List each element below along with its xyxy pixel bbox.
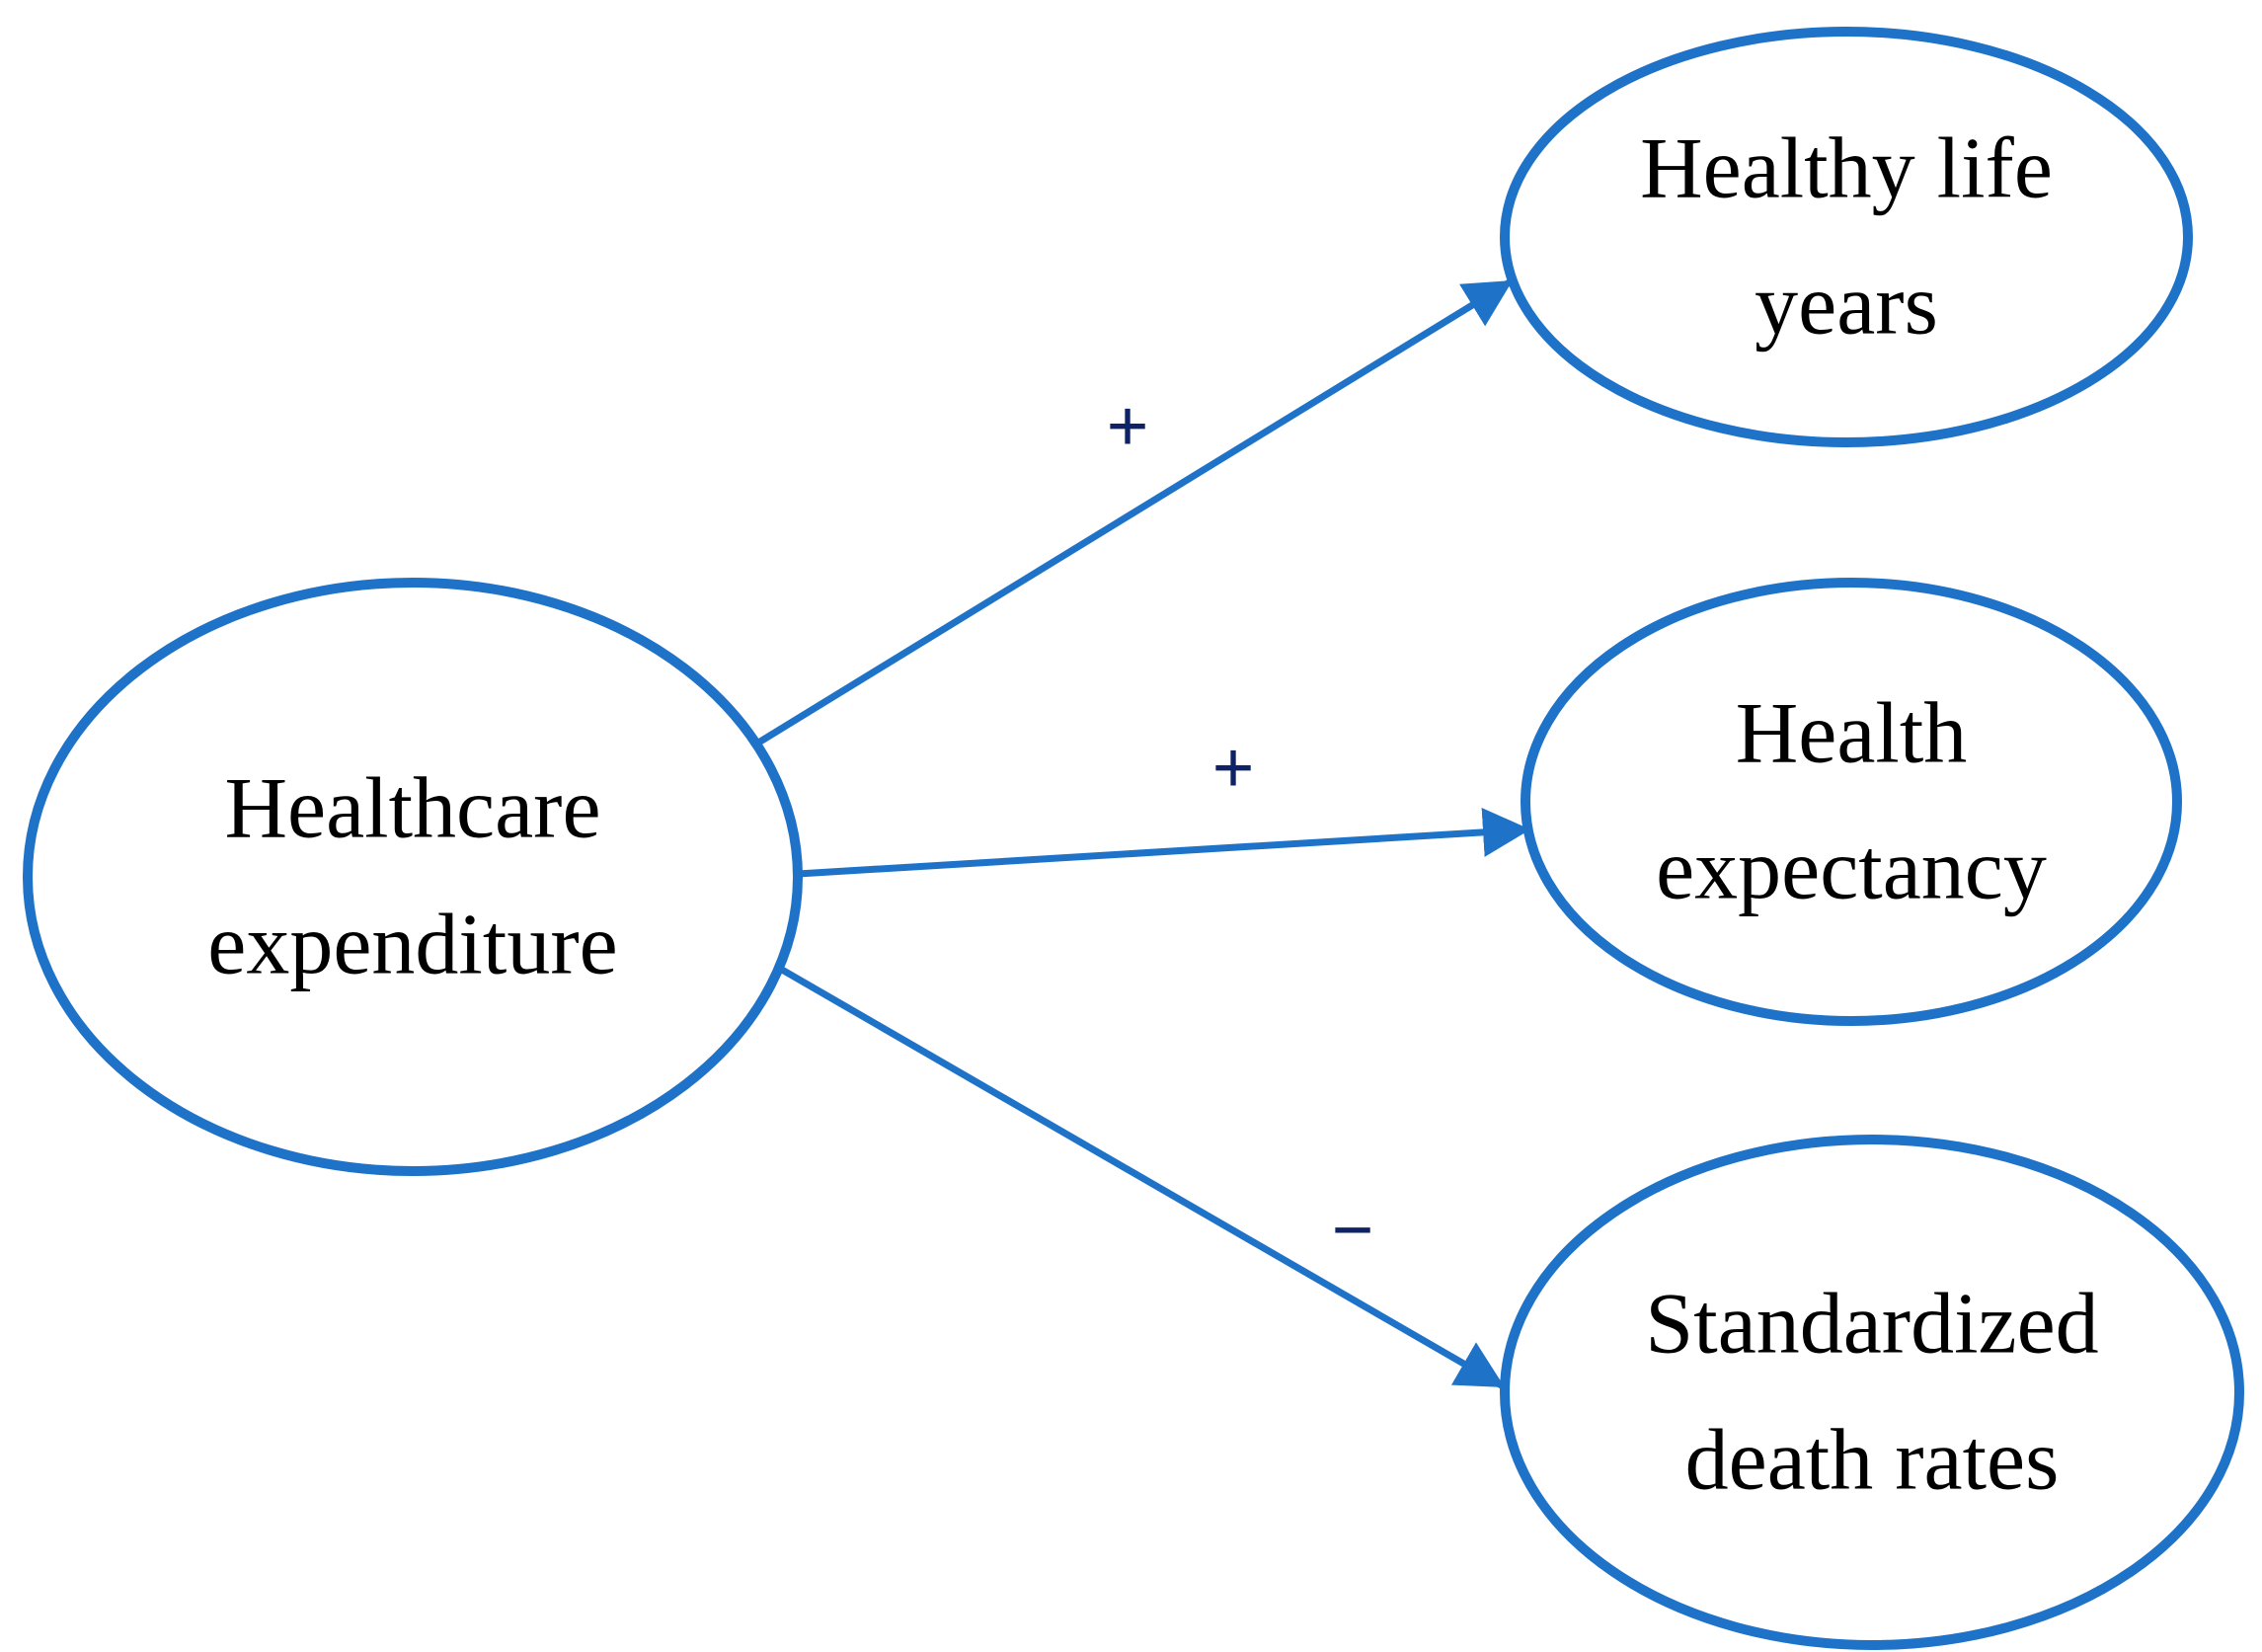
edge-healthcare-to-health-expectancy: + bbox=[797, 727, 1531, 878]
node-label-standardized-death-rates-line1: Standardized bbox=[1645, 1277, 2098, 1373]
node-ellipse-standardized-death-rates bbox=[1500, 1135, 2244, 1650]
edge-sign-negative-standardized-death-rates: − bbox=[1331, 1189, 1373, 1272]
node-standardized-death-rates: Standardized death rates bbox=[1500, 1135, 2244, 1650]
node-healthy-life-years: Healthy life years bbox=[1500, 27, 2193, 447]
arrow-line-standardized-death-rates bbox=[780, 966, 1507, 1391]
node-ellipse-healthcare-expenditure bbox=[23, 578, 803, 1176]
node-label-standardized-death-rates-line2: death rates bbox=[1685, 1413, 2060, 1509]
node-health-expectancy: Health expectancy bbox=[1521, 578, 2182, 1026]
node-ellipse-health-expectancy bbox=[1521, 578, 2182, 1026]
node-label-healthy-life-years-line2: years bbox=[1755, 258, 1938, 354]
node-label-healthcare-line1: Healthcare bbox=[224, 761, 600, 857]
edge-sign-positive-health-expectancy: + bbox=[1211, 727, 1254, 810]
arrow-line-health-expectancy bbox=[797, 807, 1531, 878]
node-label-health-expectancy-line1: Health bbox=[1736, 686, 1968, 782]
node-label-healthcare-line2: expenditure bbox=[207, 898, 617, 993]
edge-sign-positive-healthy-life-years: + bbox=[1106, 385, 1148, 468]
node-healthcare-expenditure: Healthcare expenditure bbox=[23, 578, 803, 1176]
edge-healthcare-to-standardized-death-rates: − bbox=[780, 966, 1507, 1391]
node-label-healthy-life-years-line1: Healthy life bbox=[1640, 121, 2053, 217]
node-ellipse-healthy-life-years bbox=[1500, 27, 2193, 447]
node-label-health-expectancy-line2: expectancy bbox=[1656, 823, 2047, 918]
edge-healthcare-to-healthy-life-years: + bbox=[753, 277, 1515, 747]
arrow-line-healthy-life-years bbox=[753, 277, 1515, 747]
